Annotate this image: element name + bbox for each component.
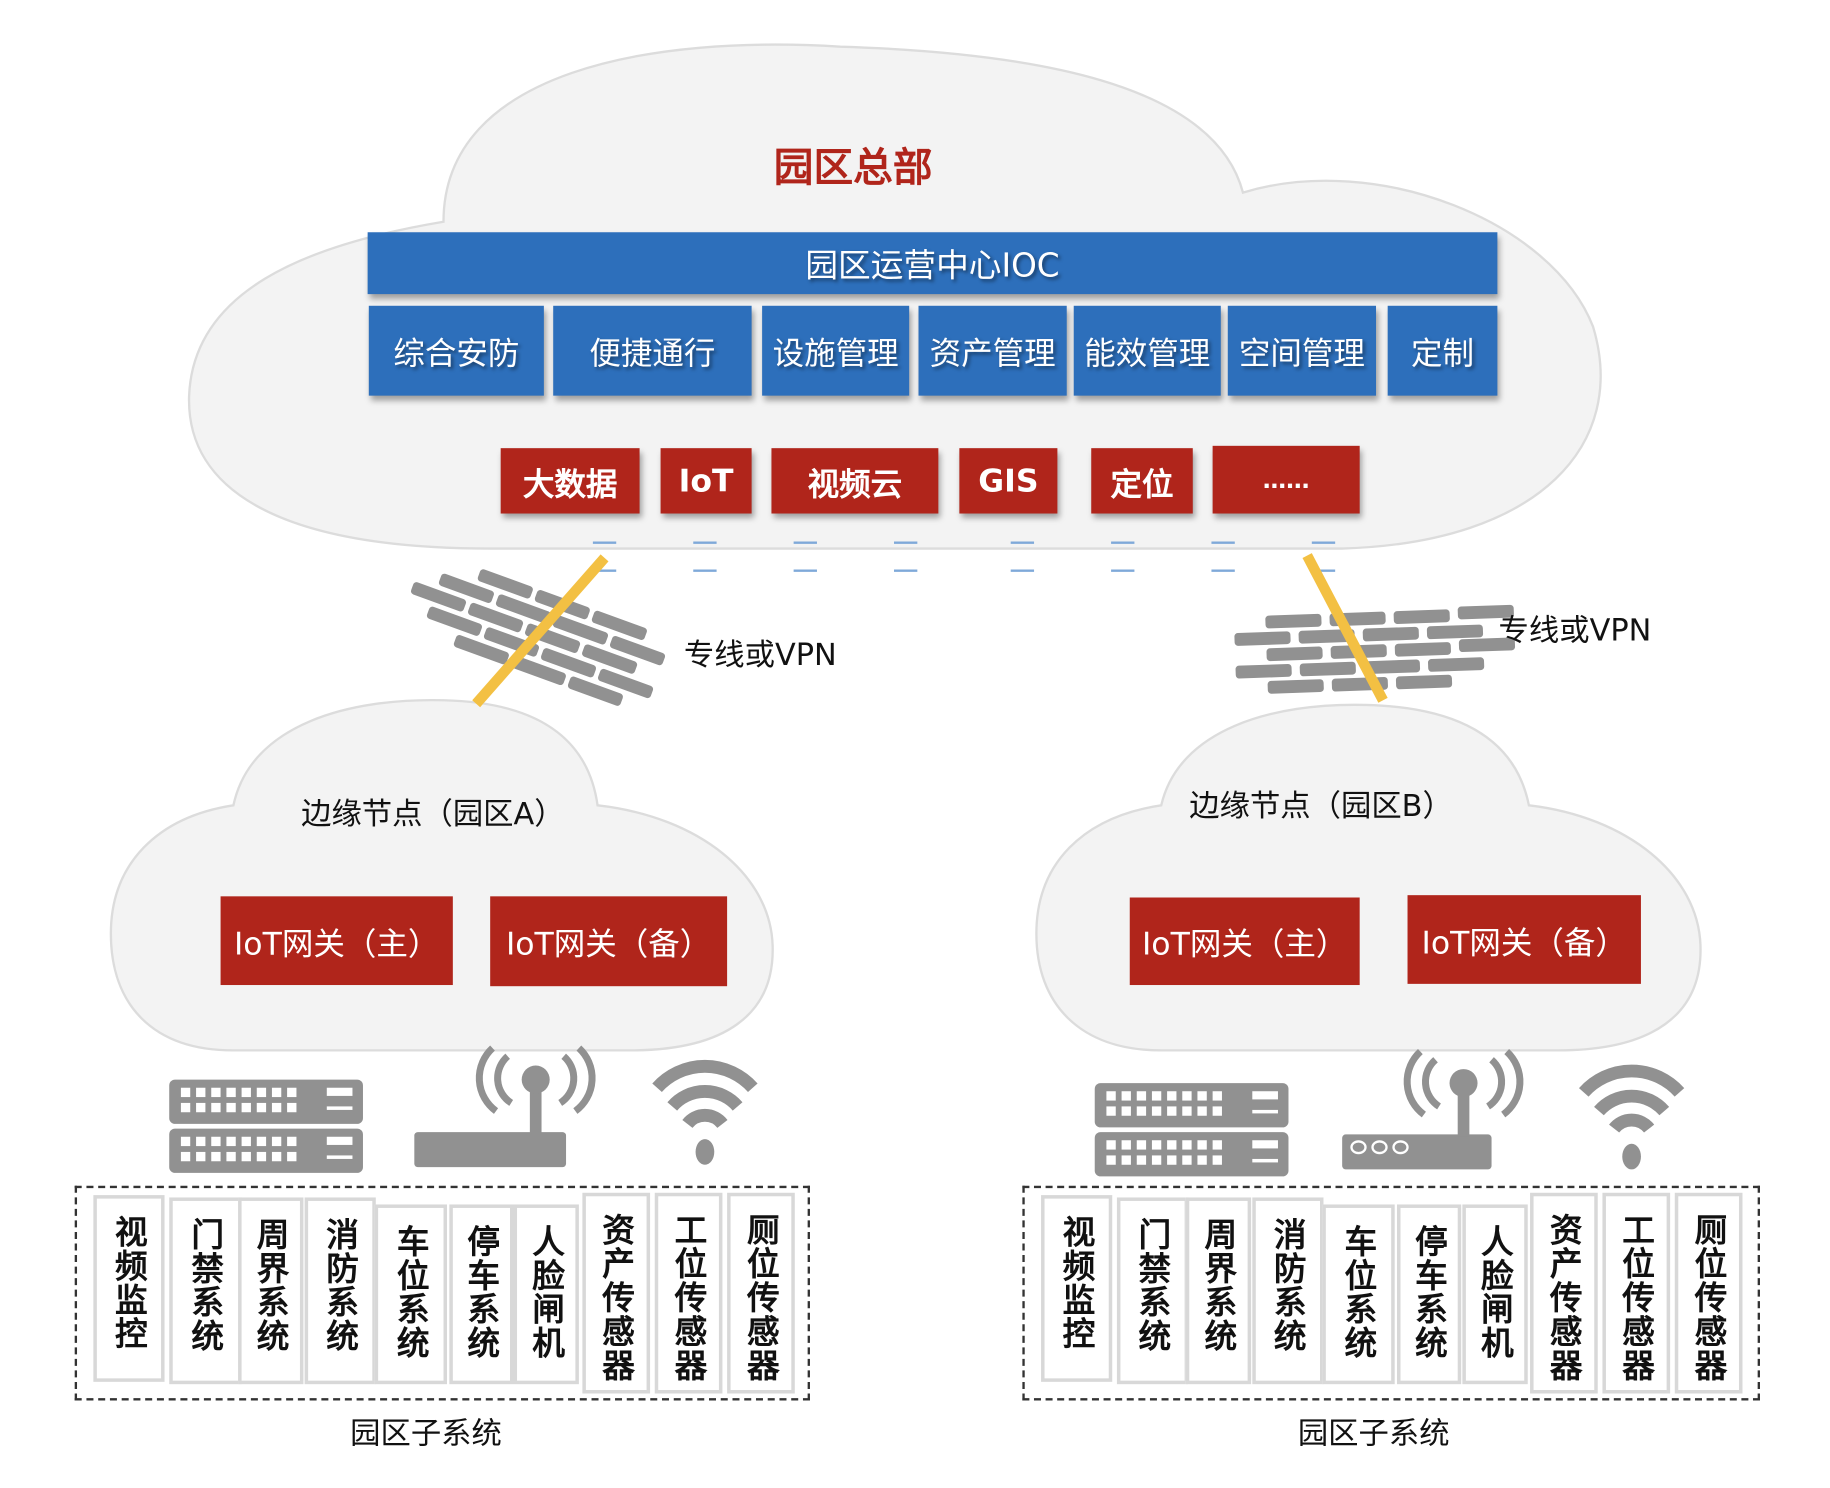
hq-cloud (187, 43, 1602, 550)
subsystem-label: 门禁系统 (1133, 1217, 1173, 1353)
edge-a-gateway-backup[interactable]: IoT网关（备） (490, 896, 728, 987)
subsystem-a-item[interactable]: 视频监控 (93, 1195, 165, 1382)
module-integrated-security[interactable]: 综合安防 (368, 305, 544, 396)
edge-b-title: 边缘节点（园区B） (1189, 788, 1453, 824)
module-space-management[interactable]: 空间管理 (1227, 305, 1377, 396)
subsystem-a-item[interactable]: 人脸闸机 (513, 1204, 579, 1385)
switch-icon-a (169, 1079, 363, 1173)
subsystem-label: 人脸闸机 (527, 1224, 567, 1360)
subsystem-b-item[interactable]: 人脸闸机 (1462, 1204, 1528, 1385)
subsystem-label: 消防系统 (1269, 1217, 1308, 1353)
module-asset-management[interactable]: 资产管理 (918, 305, 1067, 396)
subsystem-a-item[interactable]: 资产传感器 (582, 1192, 651, 1394)
subsystem-label: 视频监控 (110, 1214, 149, 1351)
platform-big-data[interactable]: 大数据 (500, 448, 640, 514)
subsystem-label: 停车系统 (462, 1224, 502, 1360)
dash-marks (592, 541, 1336, 572)
subsystem-label: 厕位传感器 (1689, 1212, 1729, 1382)
subsystem-a-item[interactable]: 车位系统 (374, 1204, 447, 1385)
link-label-left: 专线或VPN (683, 638, 837, 674)
subsystem-b-item[interactable]: 工位传感器 (1602, 1192, 1671, 1394)
edge-a-gateway-primary[interactable]: IoT网关（主） (220, 896, 453, 986)
subsystems-a-caption: 园区子系统 (350, 1416, 502, 1452)
subsystem-label: 厕位传感器 (742, 1212, 781, 1382)
subsystem-b-item[interactable]: 视频监控 (1041, 1195, 1113, 1382)
subsystems-a-group (74, 1185, 810, 1401)
edge-b-gateway-primary[interactable]: IoT网关（主） (1129, 897, 1360, 986)
subsystem-a-item[interactable]: 消防系统 (304, 1197, 376, 1385)
subsystem-label: 资产传感器 (1545, 1212, 1584, 1382)
subsystem-label: 门禁系统 (186, 1217, 226, 1353)
subsystem-b-item[interactable]: 厕位传感器 (1674, 1192, 1743, 1394)
subsystem-a-item[interactable]: 周界系统 (238, 1197, 304, 1385)
subsystem-label: 消防系统 (321, 1217, 361, 1353)
link-line-left (472, 554, 609, 708)
module-facility-management[interactable]: 设施管理 (762, 305, 910, 396)
subsystems-b-caption: 园区子系统 (1297, 1416, 1450, 1452)
platform-video-cloud[interactable]: 视频云 (771, 448, 939, 514)
edge-cloud-a (109, 698, 774, 1052)
ioc-bar[interactable]: 园区运营中心IOC (367, 232, 1498, 295)
subsystem-b-item[interactable]: 周界系统 (1185, 1197, 1252, 1385)
subsystem-label: 视频监控 (1057, 1214, 1097, 1351)
subsystem-label: 停车系统 (1410, 1224, 1449, 1360)
platform-iot[interactable]: IoT (660, 448, 752, 514)
link-line-right (1302, 553, 1388, 703)
edge-b-gateway-backup[interactable]: IoT网关（备） (1407, 895, 1641, 984)
subsystem-label: 工位传感器 (669, 1212, 709, 1382)
module-convenient-access[interactable]: 便捷通行 (553, 305, 752, 396)
subsystem-label: 人脸闸机 (1476, 1224, 1515, 1360)
subsystem-b-item[interactable]: 停车系统 (1397, 1204, 1462, 1385)
router-icon-a (414, 1045, 596, 1168)
subsystem-a-item[interactable]: 工位传感器 (654, 1192, 723, 1394)
router-icon-b (1342, 1048, 1524, 1170)
subsystem-a-item[interactable]: 停车系统 (449, 1204, 514, 1385)
platform-more[interactable]: …… (1212, 445, 1360, 514)
platform-positioning[interactable]: 定位 (1091, 448, 1193, 514)
platform-gis[interactable]: GIS (959, 448, 1058, 514)
subsystem-label: 资产传感器 (597, 1212, 637, 1382)
subsystem-a-item[interactable]: 门禁系统 (169, 1197, 242, 1385)
subsystems-b-group (1022, 1185, 1760, 1401)
subsystem-b-item[interactable]: 消防系统 (1252, 1197, 1324, 1385)
wifi-icon-a (652, 1059, 758, 1165)
link-label-right: 专线或VPN (1498, 613, 1652, 649)
subsystem-label: 车位系统 (1339, 1224, 1379, 1360)
subsystem-b-item[interactable]: 门禁系统 (1116, 1197, 1189, 1385)
module-custom[interactable]: 定制 (1387, 305, 1498, 396)
subsystem-b-item[interactable]: 资产传感器 (1530, 1192, 1598, 1394)
hq-title: 园区总部 (773, 144, 933, 192)
subsystem-label: 周界系统 (1199, 1217, 1239, 1353)
firewall-icon-left (410, 569, 666, 706)
edge-cloud-b (1035, 703, 1702, 1052)
subsystem-label: 车位系统 (392, 1224, 431, 1360)
module-energy-management[interactable]: 能效管理 (1073, 305, 1221, 396)
edge-a-title: 边缘节点（园区A） (301, 797, 565, 833)
subsystem-a-item[interactable]: 厕位传感器 (727, 1192, 795, 1394)
subsystem-b-item[interactable]: 车位系统 (1322, 1204, 1395, 1385)
switch-icon-b (1094, 1083, 1289, 1177)
subsystem-label: 周界系统 (252, 1217, 291, 1353)
wifi-icon-b (1578, 1064, 1685, 1170)
subsystem-label: 工位传感器 (1617, 1212, 1657, 1382)
